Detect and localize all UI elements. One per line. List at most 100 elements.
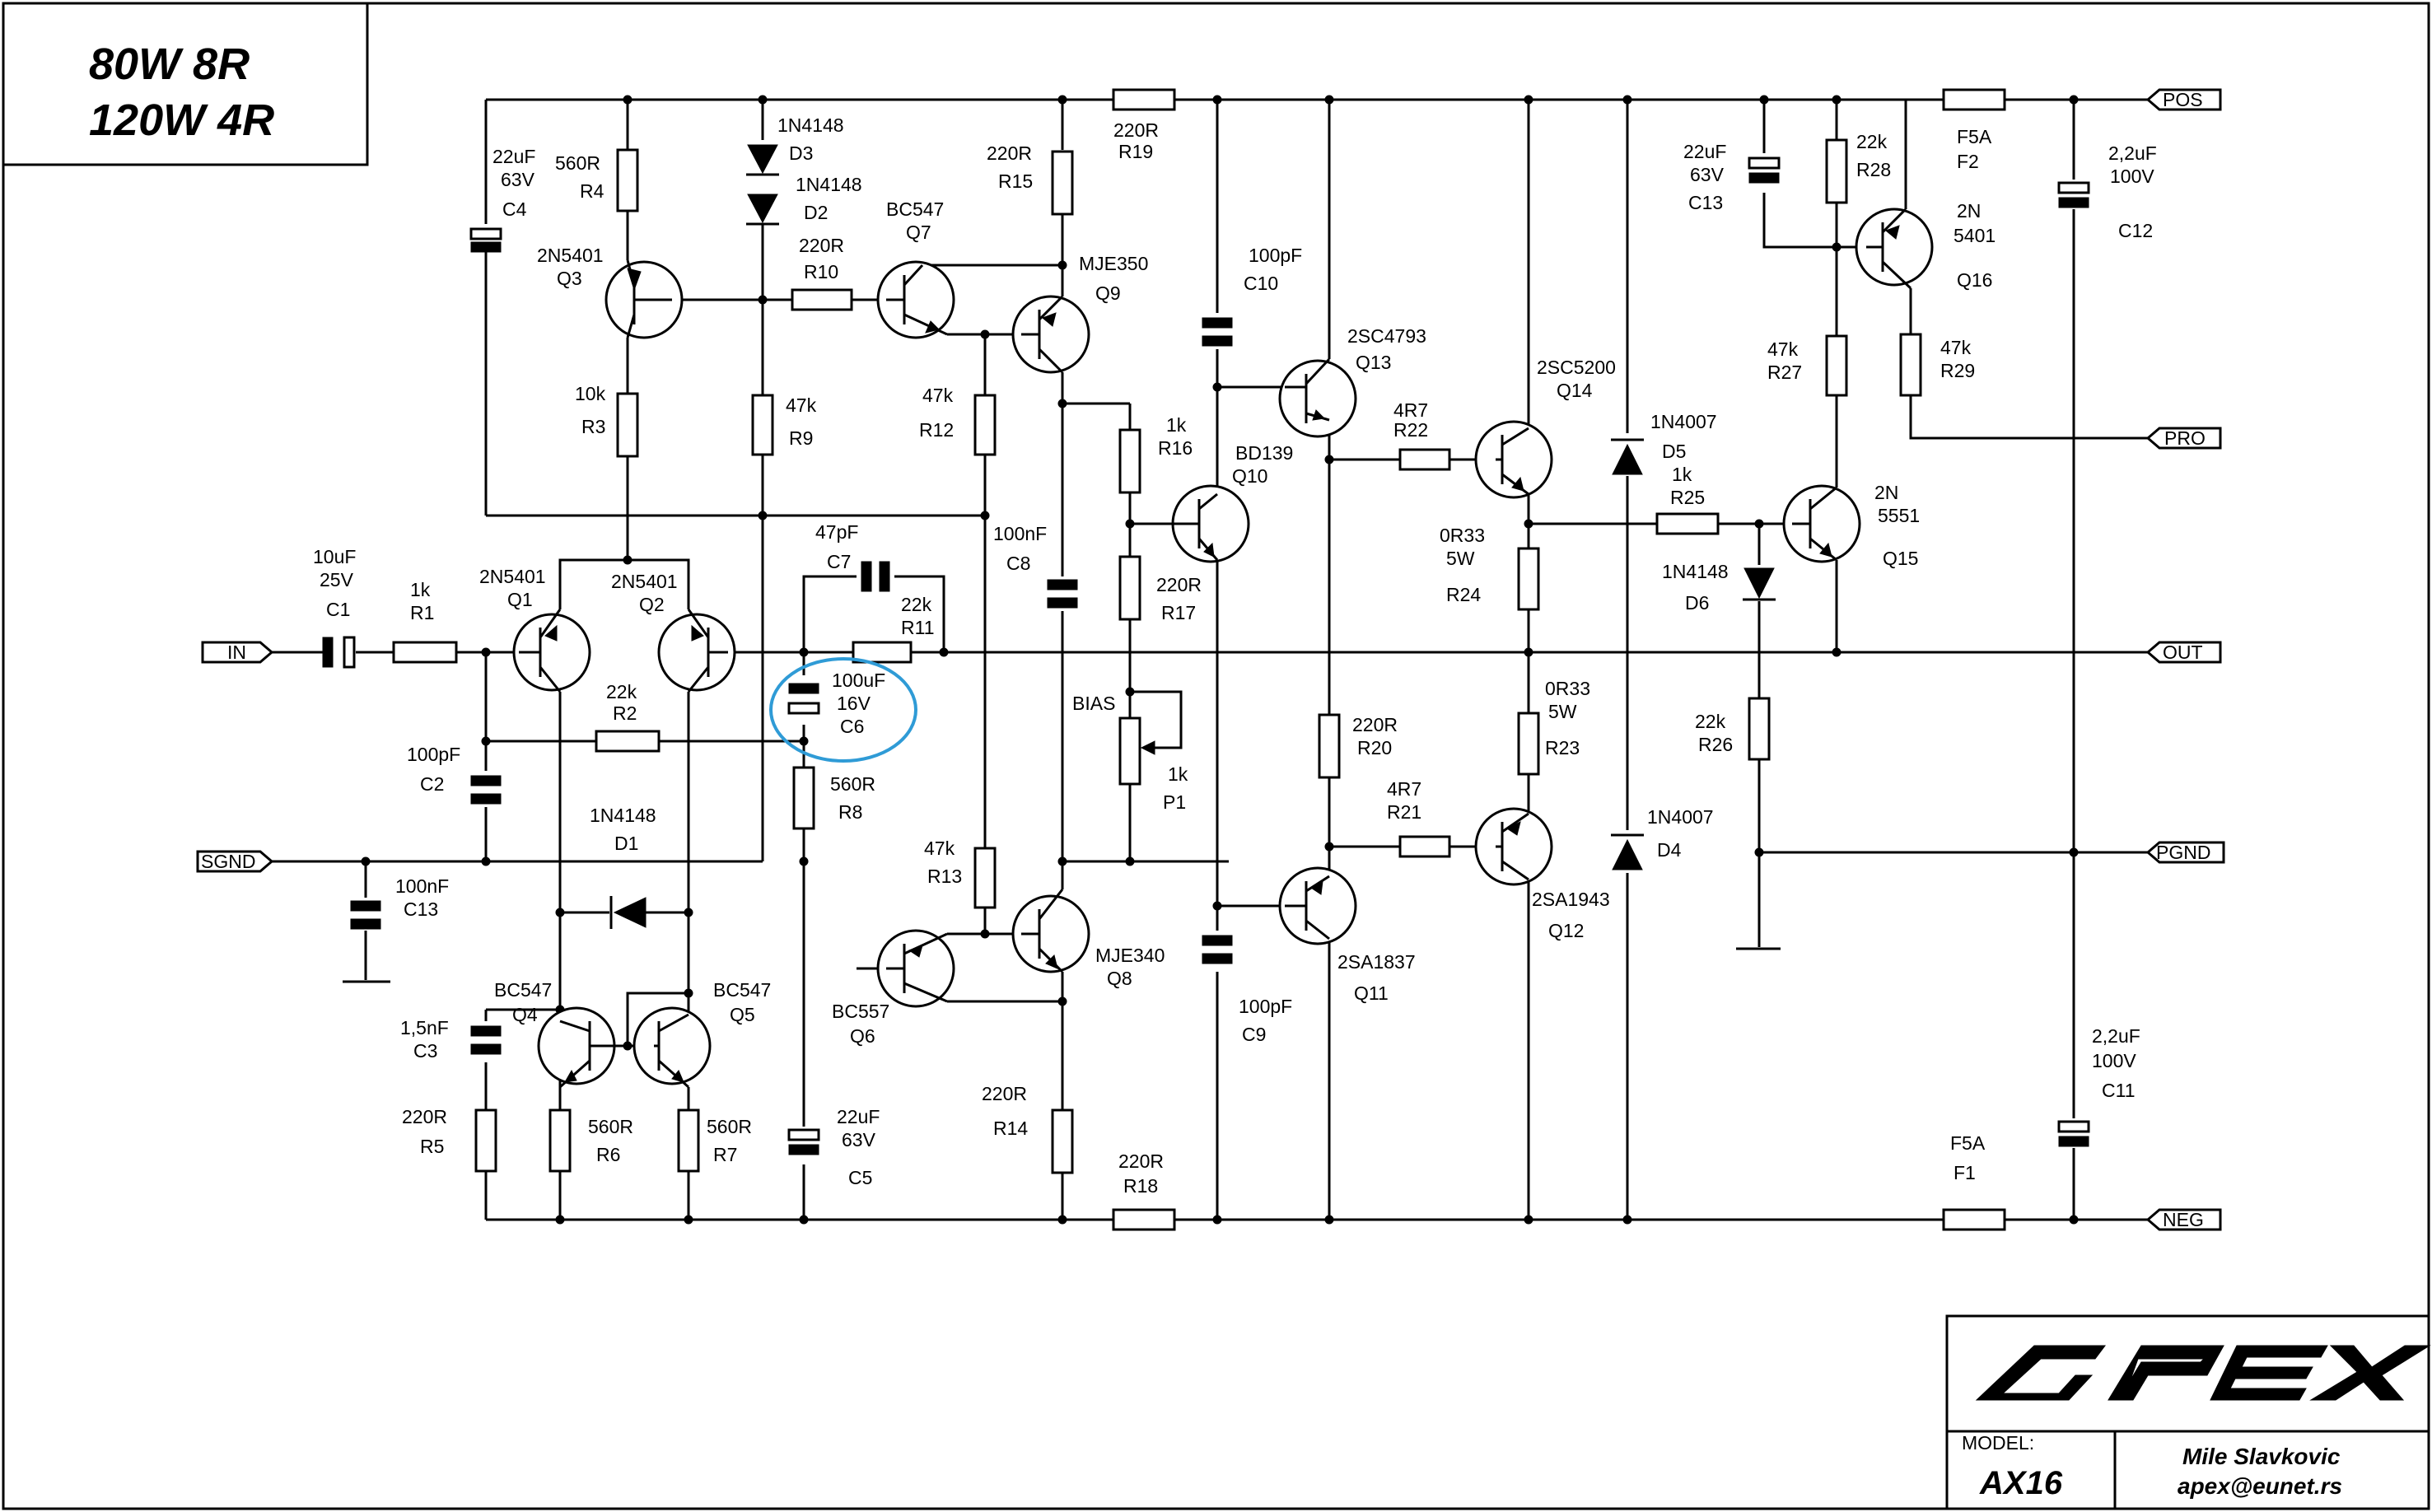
label-r4-value: 560R bbox=[555, 152, 600, 174]
capacitor-c13-left bbox=[350, 900, 381, 912]
resistor-r26 bbox=[1748, 697, 1771, 761]
connector-label: OUT bbox=[2163, 642, 2203, 663]
junctions bbox=[361, 95, 2079, 1225]
label-q7-type: BC547 bbox=[886, 198, 944, 220]
label-r20-value: 220R bbox=[1352, 714, 1398, 735]
resistor-r4 bbox=[616, 148, 639, 212]
label-r29-ref: R29 bbox=[1940, 360, 1975, 381]
label-c12-rating: 100V bbox=[2110, 166, 2154, 187]
resistor-r12 bbox=[973, 394, 997, 456]
label-r19-ref: R19 bbox=[1118, 141, 1153, 162]
label-r15-ref: R15 bbox=[998, 170, 1033, 192]
label-q2-type: 2N5401 bbox=[611, 571, 678, 592]
capacitor-c3 bbox=[470, 1025, 502, 1037]
resistor-r13 bbox=[973, 847, 997, 909]
connector-label: POS bbox=[2163, 89, 2203, 110]
transistor-q13 bbox=[1278, 357, 1357, 438]
label-r27-ref: R27 bbox=[1767, 362, 1802, 383]
label-q10-ref: Q10 bbox=[1232, 465, 1267, 487]
resistor-r7 bbox=[677, 1108, 700, 1173]
label-q11-ref: Q11 bbox=[1354, 982, 1389, 1004]
label-r22-ref: R22 bbox=[1393, 419, 1428, 441]
fuse-f2 bbox=[1942, 88, 2006, 111]
capacitor-c9 bbox=[1202, 935, 1233, 946]
transistor-q11 bbox=[1278, 866, 1357, 945]
diodes bbox=[609, 144, 1776, 929]
transistor-q2 bbox=[657, 609, 736, 693]
label-d2-type: 1N4148 bbox=[796, 174, 862, 195]
label-r18-value: 220R bbox=[1118, 1150, 1164, 1172]
label-r12-ref: R12 bbox=[919, 419, 954, 441]
title-line2: 120W 4R bbox=[89, 96, 274, 145]
label-r3-ref: R3 bbox=[581, 416, 605, 437]
label-c3-ref: C3 bbox=[413, 1040, 437, 1062]
connector-neg: NEG bbox=[2145, 1208, 2222, 1231]
resistor-r18 bbox=[1112, 1208, 1176, 1231]
capacitor-c10 bbox=[1202, 317, 1233, 329]
connector-pro: PRO bbox=[2145, 427, 2222, 450]
label-r9-value: 47k bbox=[786, 394, 817, 416]
resistor-r27 bbox=[1825, 334, 1848, 397]
resistor-r20 bbox=[1318, 713, 1341, 779]
model-label: MODEL: bbox=[1962, 1432, 2034, 1454]
label-r28-value: 22k bbox=[1856, 131, 1888, 152]
label-r7-value: 560R bbox=[707, 1116, 752, 1137]
label-c2-ref: C2 bbox=[420, 773, 444, 795]
connector-sgnd: SGND bbox=[196, 850, 274, 873]
capacitors bbox=[322, 156, 2090, 1155]
c6-highlight-ring bbox=[769, 657, 917, 763]
label-r18-ref: R18 bbox=[1123, 1175, 1158, 1197]
label-r21-value: 4R7 bbox=[1387, 778, 1421, 800]
label-r25-value: 1k bbox=[1672, 464, 1692, 485]
label-d5-ref: D5 bbox=[1662, 441, 1686, 462]
label-c12-value: 2,2uF bbox=[2108, 142, 2157, 164]
resistor-r28 bbox=[1825, 138, 1848, 204]
capacitor-c2 bbox=[470, 775, 502, 786]
capacitor-c4 bbox=[469, 227, 502, 240]
model-value: AX16 bbox=[1979, 1465, 2063, 1501]
label-c10-ref: C10 bbox=[1244, 273, 1278, 294]
label-q9-ref: Q9 bbox=[1095, 282, 1121, 304]
label-c9-ref: C9 bbox=[1242, 1024, 1266, 1045]
connector-pgnd: PGND bbox=[2145, 841, 2225, 864]
resistor-r3 bbox=[616, 392, 639, 458]
label-q12-type: 2SA1943 bbox=[1532, 889, 1610, 910]
label-c7-value: 47pF bbox=[815, 521, 858, 543]
label-r11-value: 22k bbox=[901, 594, 932, 615]
connector-label: NEG bbox=[2163, 1209, 2204, 1230]
label-r29-value: 47k bbox=[1940, 337, 1972, 358]
resistors bbox=[392, 88, 2006, 1231]
capacitor-c12 bbox=[2057, 181, 2090, 194]
label-c13b-value: 100nF bbox=[395, 875, 449, 897]
diode-d4 bbox=[1612, 838, 1643, 870]
label-q5-ref: Q5 bbox=[730, 1004, 755, 1025]
label-q16-type2: 5401 bbox=[1954, 225, 1996, 246]
label-c8-value: 100nF bbox=[993, 523, 1047, 544]
label-q14-ref: Q14 bbox=[1557, 380, 1593, 401]
label-r11-ref: R11 bbox=[901, 617, 935, 638]
label-d6-type: 1N4148 bbox=[1662, 561, 1729, 582]
label-r23-rating: 5W bbox=[1548, 701, 1577, 722]
label-d2-ref: D2 bbox=[804, 202, 828, 223]
resistor-r17 bbox=[1118, 555, 1141, 621]
resistor-r9 bbox=[751, 394, 774, 456]
label-r1-value: 1k bbox=[410, 579, 431, 600]
label-c1-rating: 25V bbox=[320, 569, 354, 590]
label-r2-ref: R2 bbox=[613, 702, 637, 724]
transistor-q4 bbox=[537, 1006, 628, 1089]
label-r15-value: 220R bbox=[987, 142, 1032, 164]
label-d4-type: 1N4007 bbox=[1647, 806, 1714, 828]
label-r3-value: 10k bbox=[575, 383, 606, 404]
resistor-r11 bbox=[852, 641, 913, 664]
label-r16-value: 1k bbox=[1166, 414, 1187, 436]
label-c6-ref: C6 bbox=[840, 716, 864, 737]
label-c7-ref: C7 bbox=[827, 551, 851, 572]
label-q10-type: BD139 bbox=[1235, 442, 1293, 464]
label-r14-ref: R14 bbox=[993, 1118, 1028, 1139]
label-f2-ref: F2 bbox=[1957, 151, 1979, 172]
title-line1: 80W 8R bbox=[89, 40, 250, 89]
diode-d5 bbox=[1612, 443, 1643, 475]
label-r13-ref: R13 bbox=[927, 866, 962, 887]
label-r13-value: 47k bbox=[924, 838, 955, 859]
